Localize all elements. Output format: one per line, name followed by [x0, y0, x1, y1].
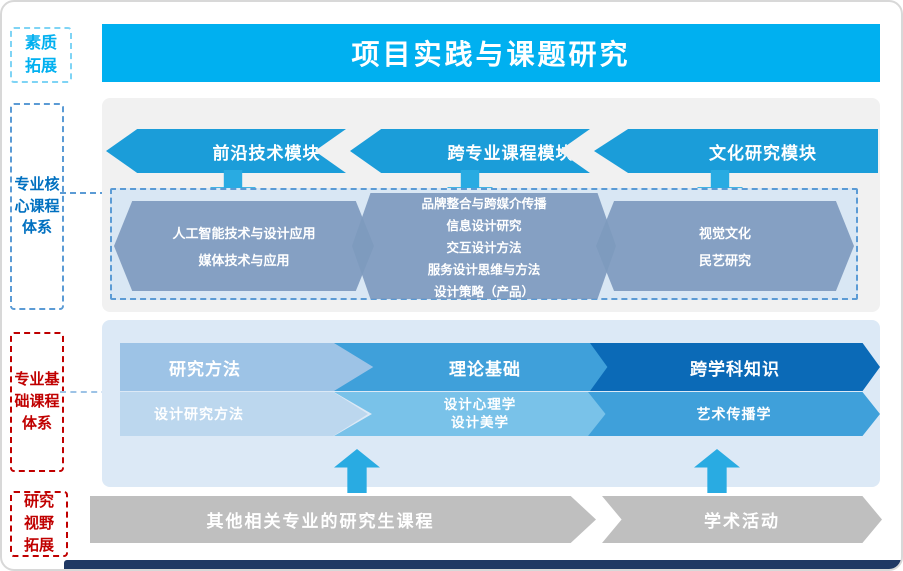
- module-arrow-culture-research: 文化研究模块: [594, 129, 878, 173]
- band-interdisciplinary-knowledge: 跨学科知识: [590, 343, 880, 391]
- course-item: 品牌整合与跨媒介传播: [421, 196, 547, 211]
- course-hex-cross-disciplinary: 品牌整合与跨媒介传播 信息设计研究 交互设计方法 服务设计思维与方法 设计策略（…: [352, 193, 616, 299]
- course-item: 信息设计研究: [446, 218, 522, 233]
- course-hex-culture-research: 视觉文化 民艺研究: [596, 201, 854, 291]
- course-item: 设计心理学: [443, 396, 517, 412]
- main-title-banner: 项目实践与课题研究: [102, 24, 880, 82]
- course-item: 设计美学: [451, 415, 509, 430]
- side-label-foundation-curriculum: 专业基础课程体系: [10, 332, 64, 472]
- course-hex-frontier-tech: 人工智能技术与设计应用 媒体技术与应用: [114, 201, 374, 291]
- dashed-connector-foundation: [60, 391, 118, 393]
- module-arrow-frontier-tech: 前沿技术模块: [106, 129, 346, 173]
- band-sub-art-communication: 艺术传播学: [588, 392, 880, 436]
- band-theory-basis: 理论基础: [334, 343, 636, 391]
- band-sub-research-methods: 设计研究方法: [120, 392, 368, 436]
- module-arrow-cross-disciplinary: 跨专业课程模块: [350, 129, 590, 173]
- dashed-connector-core: [60, 192, 106, 194]
- course-item: 民艺研究: [698, 253, 751, 268]
- side-label-quality-expansion: 素质拓展: [10, 27, 72, 83]
- bottom-arrow-academic-activities: 学术活动: [602, 496, 882, 543]
- course-item: 视觉文化: [698, 226, 751, 241]
- bottom-arrow-other-graduate-courses: 其他相关专业的研究生课程: [90, 496, 596, 543]
- course-item: 人工智能技术与设计应用: [172, 226, 316, 241]
- course-item: 媒体技术与应用: [198, 253, 290, 268]
- band-sub-theory-courses: 设计心理学 设计美学: [334, 392, 626, 436]
- side-label-research-vision: 研究视野拓展: [10, 491, 68, 557]
- band-research-methods: 研究方法: [120, 343, 380, 391]
- course-item: 服务设计思维与方法: [427, 262, 541, 277]
- bottom-navy-bar: [64, 560, 901, 569]
- course-item: 设计策略（产品）: [433, 284, 534, 299]
- side-label-core-curriculum: 专业核心课程体系: [10, 103, 64, 310]
- course-item: 交互设计方法: [446, 240, 522, 255]
